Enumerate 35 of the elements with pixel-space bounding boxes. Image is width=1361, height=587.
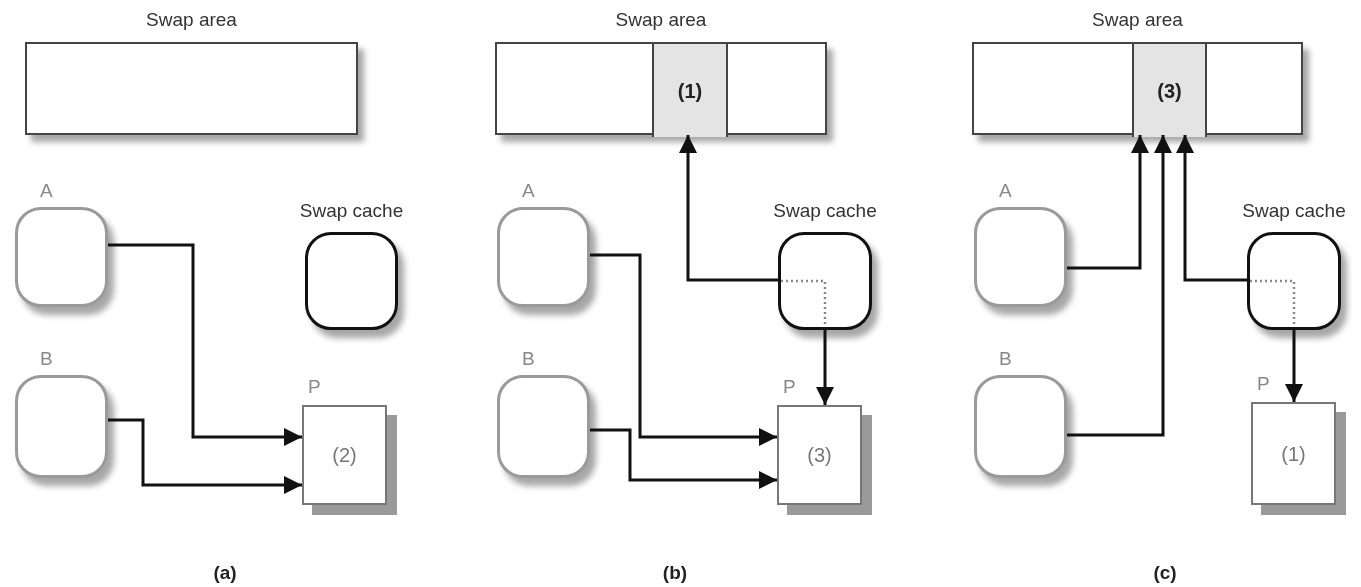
- node-label: P: [308, 377, 321, 396]
- arrow: [816, 330, 834, 405]
- arrow: [1176, 135, 1247, 282]
- node-label: A: [522, 181, 535, 200]
- arrow: [108, 243, 302, 446]
- arrow: [590, 428, 777, 489]
- arrow: [679, 135, 778, 282]
- node-label: Swap area: [146, 10, 237, 29]
- slot-number: (1): [677, 80, 703, 101]
- node-label: Swap cache: [773, 201, 877, 220]
- node-label: Swap cache: [299, 201, 404, 220]
- node-label: Swap cache: [1242, 201, 1346, 220]
- slot-number: (3): [807, 445, 832, 465]
- slot-number: (2): [332, 445, 357, 465]
- panel-caption: (b): [662, 563, 688, 582]
- slot-number: (1): [1281, 443, 1306, 464]
- panel-caption: (c): [1153, 563, 1177, 582]
- node-label: B: [522, 349, 535, 368]
- node-label: Swap area: [1092, 10, 1183, 29]
- slot-number: (3): [1157, 80, 1182, 101]
- arrow: [108, 418, 302, 494]
- node-label: A: [40, 181, 53, 200]
- panel-caption: (a): [213, 563, 237, 582]
- node-label: Swap area: [615, 10, 707, 29]
- node-label: B: [40, 349, 53, 368]
- arrow: [1067, 135, 1172, 437]
- arrow: [1067, 135, 1149, 270]
- swap-slot: [652, 44, 728, 137]
- swap-slot: [1132, 44, 1207, 137]
- node-label: P: [1257, 374, 1270, 393]
- arrow: [590, 253, 777, 446]
- arrow: [1285, 330, 1303, 402]
- node-label: A: [999, 181, 1012, 200]
- node-label: P: [783, 377, 796, 396]
- node-label: B: [999, 349, 1012, 368]
